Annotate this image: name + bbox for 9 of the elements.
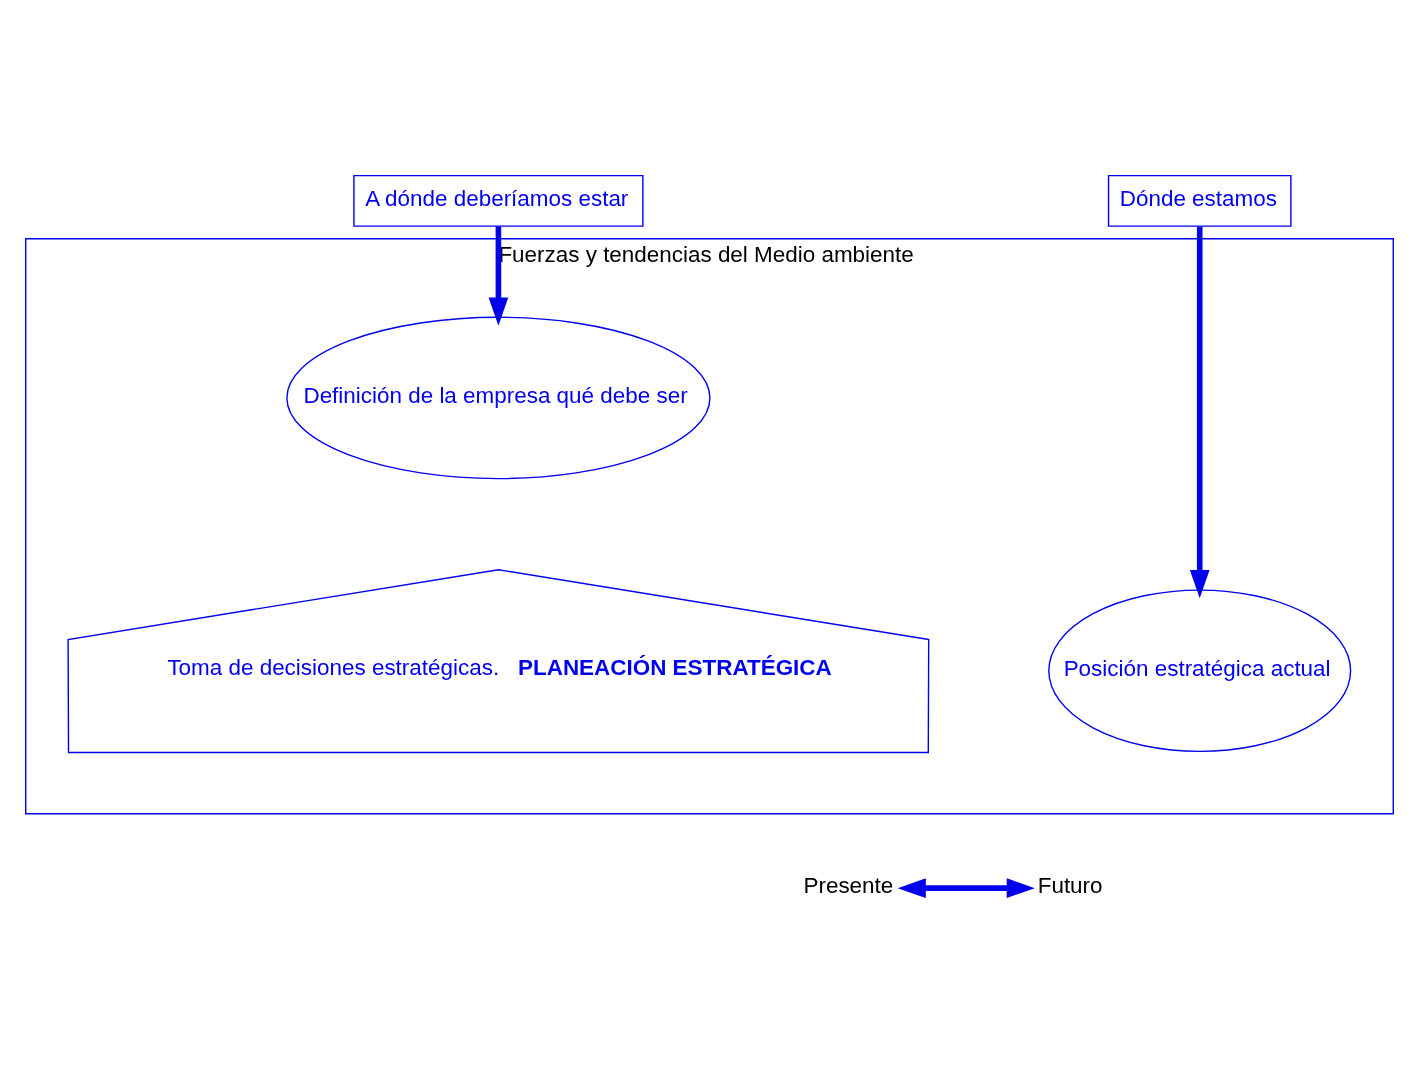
- arrow: [897, 878, 1035, 898]
- node-box: Dónde estamos: [1107, 174, 1292, 227]
- node-text: Futuro: [1037, 873, 1103, 899]
- node-ellipse: Definición de la empresa qué debe ser: [286, 316, 711, 480]
- node-box: A dónde deberíamos estar: [353, 174, 644, 227]
- node-ellipse: Posición estratégica actual: [1048, 589, 1352, 753]
- arrow: [488, 226, 509, 326]
- node-text: Presente: [803, 873, 894, 899]
- arrow: [1189, 226, 1210, 599]
